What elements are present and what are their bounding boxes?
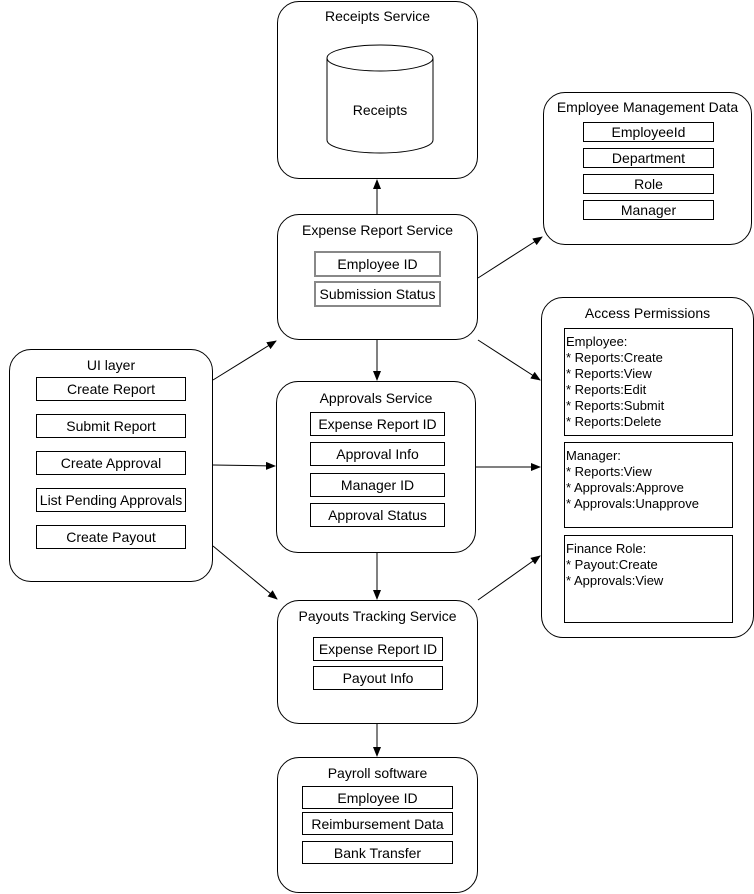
permission-line: * Reports:Edit (566, 382, 647, 397)
expense-report-id-field: Expense Report ID (313, 637, 443, 661)
receipts-database-icon (326, 44, 434, 154)
receipts-service-title: Receipts Service (324, 8, 431, 24)
payroll-software-title: Payroll software (327, 765, 428, 781)
department-field: Department (583, 148, 714, 168)
permission-line: * Reports:Delete (566, 414, 662, 429)
arrow-ui-to-approvals (212, 461, 276, 470)
receipts-service: Receipts Service Receipts (277, 1, 478, 179)
expense-report-service-title: Expense Report Service (302, 222, 453, 238)
arrow-ui-to-expense (212, 340, 277, 381)
approval-info-field: Approval Info (310, 442, 445, 466)
payroll-software: Payroll software Employee ID Reimburseme… (277, 757, 478, 893)
employee-id-field: Employee ID (314, 251, 441, 277)
bank-transfer-field: Bank Transfer (302, 841, 453, 864)
permission-line: * Reports:View (566, 464, 652, 479)
arrow-expense-to-employee-mgmt (477, 236, 543, 279)
arrow-payouts-to-permissions (477, 555, 541, 601)
employee-id-field: EmployeeId (583, 122, 714, 142)
access-permissions-title: Access Permissions (584, 305, 711, 321)
payout-info-field: Payout Info (313, 666, 443, 690)
ui-layer-title: UI layer (86, 357, 136, 373)
create-approval-item: Create Approval (36, 451, 186, 475)
approval-status-field: Approval Status (310, 503, 445, 527)
approvals-service-title: Approvals Service (319, 390, 433, 406)
manager-id-field: Manager ID (310, 473, 445, 497)
role-field: Role (583, 174, 714, 194)
arrow-expense-to-permissions (477, 339, 541, 381)
permission-line: Employee: (566, 334, 628, 349)
list-pending-approvals-item: List Pending Approvals (36, 488, 186, 512)
permission-line: Manager: (566, 448, 621, 463)
access-permissions: Access Permissions Employee: * Reports:C… (541, 297, 754, 638)
expense-report-id-field: Expense Report ID (310, 412, 445, 436)
permission-line: * Approvals:Unapprove (566, 496, 699, 511)
payouts-tracking-service: Payouts Tracking Service Expense Report … (277, 600, 478, 724)
employee-id-field: Employee ID (302, 786, 453, 809)
permission-line: * Payout:Create (566, 557, 658, 572)
payouts-tracking-service-title: Payouts Tracking Service (298, 608, 457, 624)
create-payout-item: Create Payout (36, 525, 186, 549)
permission-line: * Approvals:View (566, 573, 664, 588)
employee-management-title: Employee Management Data (556, 99, 739, 115)
permission-line: * Approvals:Approve (566, 480, 684, 495)
employee-permissions: Employee: * Reports:Create * Reports:Vie… (564, 328, 733, 436)
permission-line: * Reports:Create (566, 350, 663, 365)
manager-field: Manager (583, 200, 714, 220)
permission-line: * Reports:View (566, 366, 652, 381)
ui-layer: UI layer Create Report Submit Report Cre… (9, 349, 213, 582)
submit-report-item: Submit Report (36, 414, 186, 438)
approvals-service: Approvals Service Expense Report ID Appr… (276, 381, 476, 553)
receipts-db-label: Receipts (352, 102, 408, 118)
finance-role-permissions: Finance Role: * Payout:Create * Approval… (564, 535, 733, 623)
create-report-item: Create Report (36, 377, 186, 401)
permission-line: * Reports:Submit (566, 398, 665, 413)
arrow-ui-to-payouts (212, 545, 278, 600)
permission-line: Finance Role: (566, 541, 647, 556)
reimbursement-data-field: Reimbursement Data (302, 812, 453, 835)
employee-management-data: Employee Management Data EmployeeId Depa… (543, 92, 752, 245)
expense-report-service: Expense Report Service Employee ID Submi… (277, 214, 478, 340)
manager-permissions: Manager: * Reports:View * Approvals:Appr… (564, 442, 733, 528)
submission-status-field: Submission Status (314, 281, 441, 307)
